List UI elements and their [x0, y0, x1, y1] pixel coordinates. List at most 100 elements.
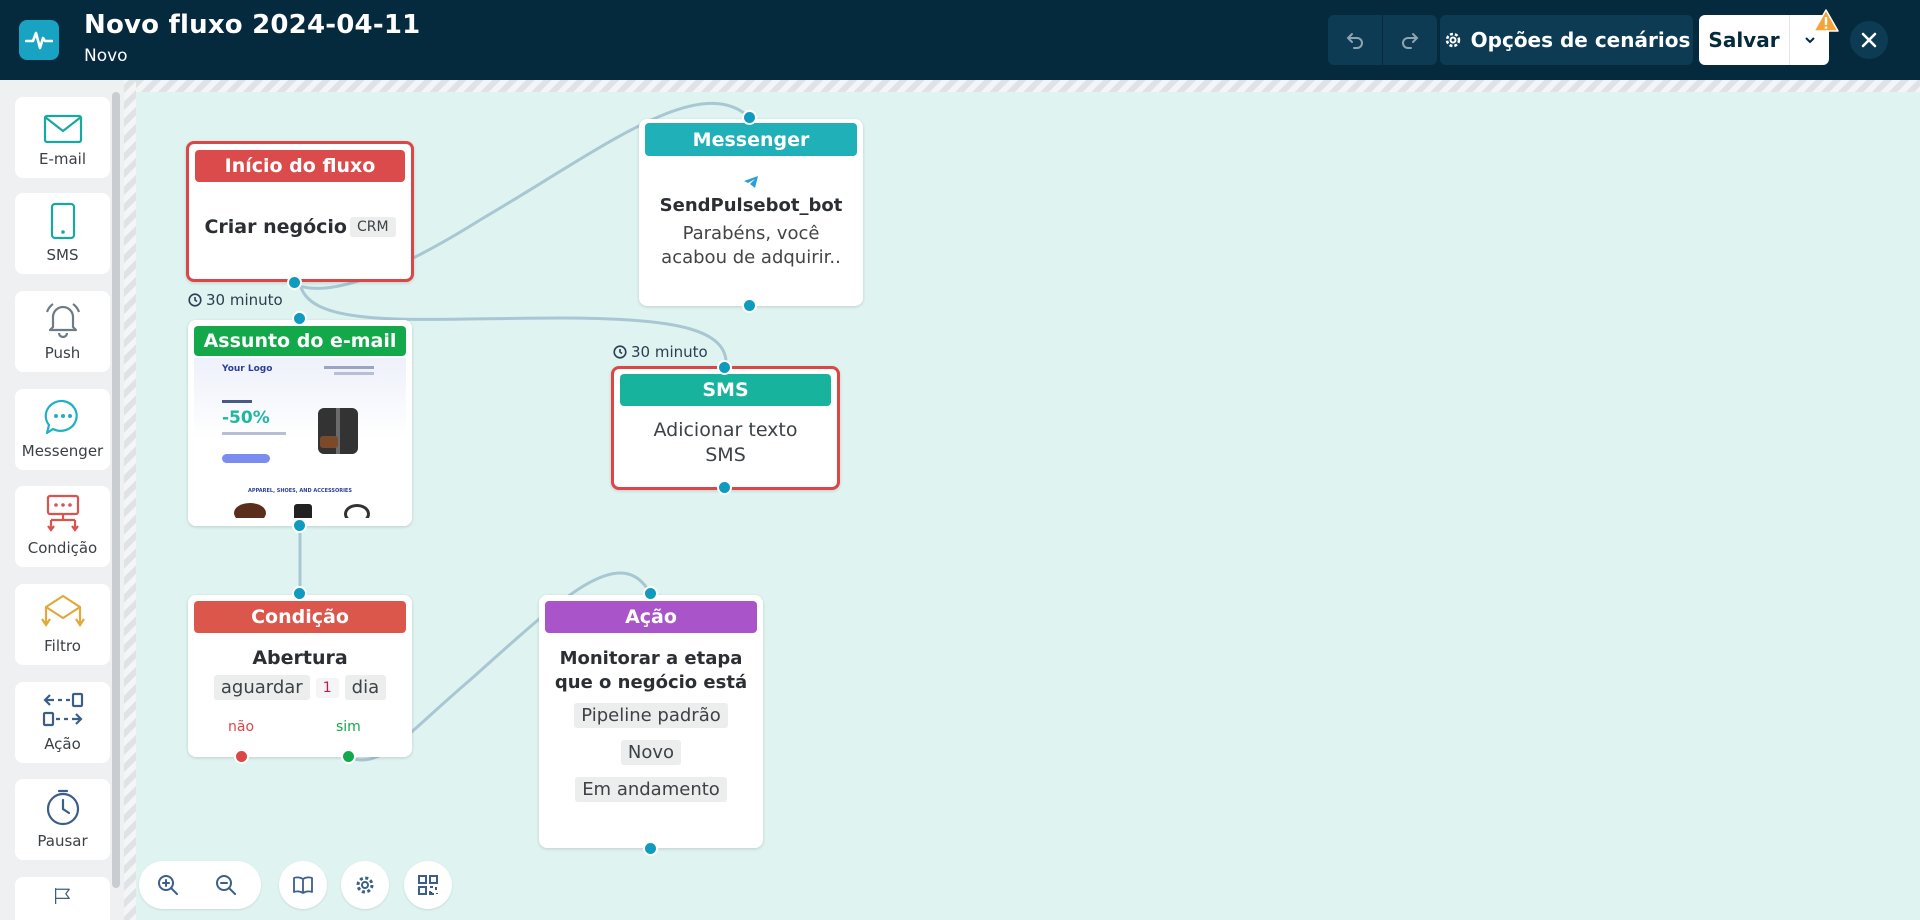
flow-status: Novo [84, 46, 128, 66]
start-node[interactable]: Início do fluxo Criar negócio CRM [186, 141, 414, 282]
zoom-in-button[interactable] [139, 861, 197, 909]
condition-wait-count: 1 [315, 677, 339, 698]
flow-title[interactable]: Novo fluxo 2024-04-11 [84, 10, 421, 40]
clock-icon [188, 293, 202, 307]
palette-item-label: Push [44, 344, 81, 362]
palette-item-filter[interactable]: Filtro [15, 584, 110, 665]
chat-icon [44, 399, 78, 435]
email-input-connector[interactable] [292, 311, 307, 326]
warning-icon[interactable] [1812, 8, 1840, 38]
palette-item-action[interactable]: Ação [15, 682, 110, 763]
envelope-icon [43, 114, 82, 144]
scenario-options-button[interactable]: Opções de cenários [1440, 15, 1693, 65]
condition-node-title: Condição [194, 601, 406, 633]
condition-yes-label: sim [336, 719, 361, 735]
save-dropdown-button[interactable] [1789, 15, 1829, 65]
gear-icon [1445, 32, 1460, 48]
zoom-in-icon [158, 875, 178, 895]
preview-discount: -50% [222, 408, 270, 428]
start-node-title: Início do fluxo [195, 150, 405, 182]
palette-item-label: Condição [27, 539, 98, 557]
gear-icon [356, 876, 374, 894]
sms-delay: 30 minuto [613, 343, 708, 361]
sms-input-connector[interactable] [717, 360, 732, 375]
sms-text-line-2: SMS [705, 444, 746, 466]
preview-logo: Your Logo [222, 364, 273, 374]
zoom-out-button[interactable] [197, 861, 255, 909]
crm-badge: CRM [349, 217, 396, 237]
sms-node[interactable]: SMS Adicionar texto SMS [611, 366, 840, 490]
book-icon [293, 876, 313, 894]
action-state: Em andamento [575, 777, 727, 802]
redo-button[interactable] [1383, 15, 1437, 65]
sms-delay-text: 30 minuto [631, 343, 708, 361]
palette-item-email[interactable]: E-mail [15, 97, 110, 178]
sms-text-line-1: Adicionar texto [653, 419, 798, 441]
email-delay-text: 30 minuto [206, 291, 283, 309]
start-trigger-text: Criar negócio [204, 216, 347, 238]
condition-subject: Abertura [252, 647, 348, 669]
palette-item-push[interactable]: Push [15, 291, 110, 372]
palette-item-goal[interactable] [15, 877, 110, 920]
messenger-bot-name: SendPulsebot_bot [659, 195, 843, 216]
sms-output-connector[interactable] [717, 480, 732, 495]
palette-item-label: E-mail [38, 150, 87, 168]
save-button[interactable]: Salvar [1708, 28, 1780, 52]
start-output-connector[interactable] [287, 275, 302, 290]
action-icon [42, 692, 83, 727]
scenario-options-label: Opções de cenários [1470, 28, 1691, 52]
palette-item-label: Messenger [21, 442, 104, 460]
zoom-out-icon [216, 875, 236, 895]
top-bar: Novo fluxo 2024-04-11 Novo Opções de cen… [0, 0, 1920, 80]
email-output-connector[interactable] [292, 518, 307, 533]
docs-button[interactable] [279, 861, 327, 909]
action-stage: Novo [620, 740, 682, 765]
bell-icon [45, 303, 80, 338]
timer-icon [46, 789, 79, 826]
palette-item-condition[interactable]: Condição [15, 486, 110, 567]
filter-icon [40, 594, 85, 627]
email-delay: 30 minuto [188, 291, 283, 309]
undo-button[interactable] [1328, 15, 1382, 65]
undo-icon [1346, 33, 1363, 49]
canvas-top-edge [0, 80, 1920, 92]
email-node-title: Assunto do e-mail [194, 326, 406, 356]
messenger-node[interactable]: Messenger SendPulsebot_bot Parabéns, voc… [639, 119, 863, 306]
clock-icon [613, 345, 627, 359]
messenger-output-connector[interactable] [742, 298, 757, 313]
telegram-icon [639, 174, 863, 193]
palette-item-messenger[interactable]: Messenger [15, 389, 110, 470]
palette-item-sms[interactable]: SMS [15, 193, 110, 274]
condition-input-connector[interactable] [292, 586, 307, 601]
condition-node[interactable]: Condição Abertura aguardar 1 dia não sim [188, 595, 412, 757]
close-icon [1861, 32, 1877, 48]
app-logo-icon[interactable] [19, 20, 59, 60]
flag-icon [54, 888, 70, 904]
action-input-connector[interactable] [643, 586, 658, 601]
condition-no-connector[interactable] [234, 749, 249, 764]
palette-item-label: Ação [44, 735, 81, 753]
grid-icon [418, 875, 438, 895]
action-text-line-1: Monitorar a etapa [559, 648, 743, 669]
sms-node-title: SMS [620, 374, 831, 406]
palette-item-pause[interactable]: Pausar [15, 779, 110, 860]
palette-scrollbar[interactable] [112, 92, 120, 888]
email-node[interactable]: Assunto do e-mail Your Logo -50% APPAREL… [188, 320, 412, 526]
settings-button[interactable] [341, 861, 389, 909]
action-output-connector[interactable] [643, 841, 658, 856]
condition-yes-connector[interactable] [341, 749, 356, 764]
condition-wait-label: aguardar [213, 675, 310, 700]
action-node[interactable]: Ação Monitorar a etapa que o negócio est… [539, 595, 763, 848]
close-button[interactable] [1850, 21, 1888, 59]
phone-icon [50, 202, 75, 240]
palette-item-label: SMS [46, 246, 79, 264]
palette-item-label: Pausar [37, 832, 88, 850]
messenger-text-line-2: acabou de adquirir.. [661, 247, 841, 268]
messenger-node-title: Messenger [645, 123, 857, 156]
condition-no-label: não [228, 719, 255, 735]
chevron-down-icon [1804, 37, 1815, 44]
messenger-input-connector[interactable] [742, 110, 757, 125]
preview-footer: APPAREL, SHOES, AND ACCESSORIES [248, 488, 352, 494]
save-button-group: Salvar [1699, 15, 1829, 65]
minimap-button[interactable] [404, 861, 452, 909]
